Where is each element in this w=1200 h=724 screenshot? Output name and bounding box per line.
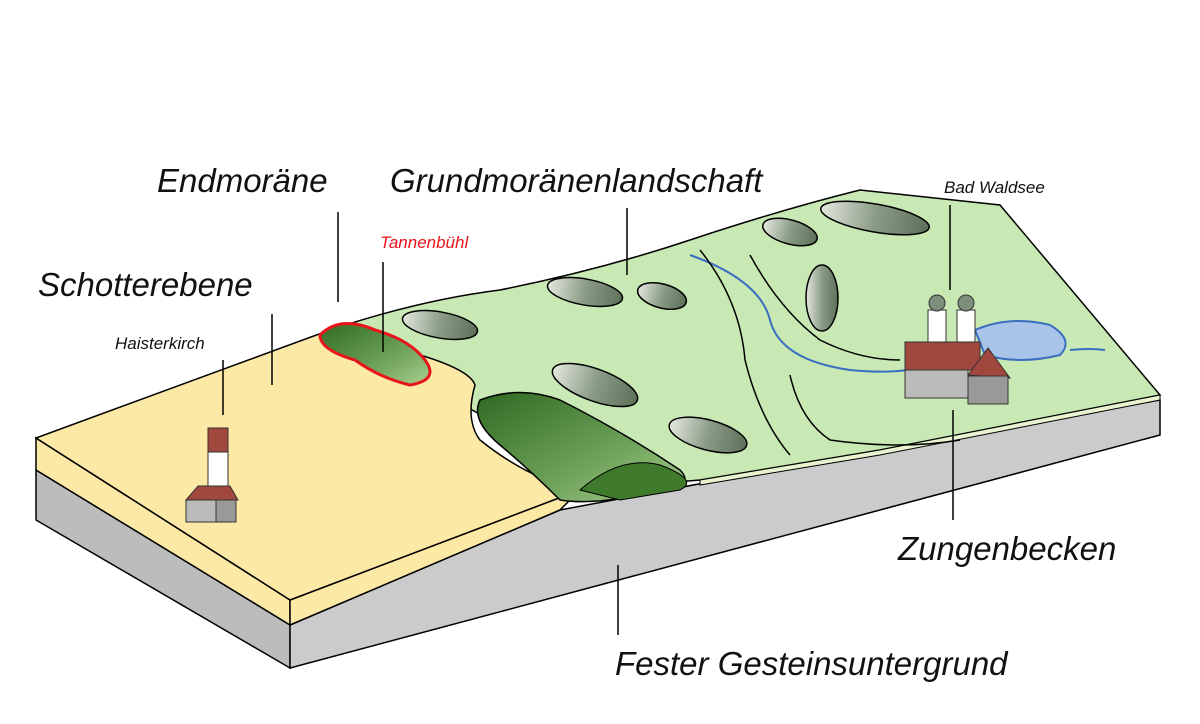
lake bbox=[973, 320, 1067, 361]
label-gestein: Fester Gesteinsuntergrund bbox=[615, 645, 1008, 682]
bad-waldsee-church bbox=[904, 294, 1012, 405]
label-haisterkirch: Haisterkirch bbox=[115, 334, 205, 353]
river bbox=[689, 254, 931, 373]
label-bad-waldsee: Bad Waldsee bbox=[944, 178, 1045, 197]
end-moraine-gravel bbox=[578, 462, 688, 501]
label-grundmoraene: Grundmoränenlandschaft bbox=[390, 162, 763, 199]
leader-lines bbox=[222, 205, 954, 635]
tannenbuehl-moraine bbox=[318, 322, 432, 387]
terrace-lines bbox=[699, 249, 961, 456]
outflow bbox=[1069, 348, 1106, 351]
label-tannenbuehl: Tannenbühl bbox=[380, 233, 469, 252]
haisterkirch-church bbox=[184, 427, 239, 523]
label-schotterebene: Schotterebene bbox=[38, 266, 253, 303]
drumlins bbox=[401, 200, 930, 454]
label-endmoraene: Endmoräne bbox=[157, 162, 328, 199]
label-zungenbecken: Zungenbecken bbox=[898, 530, 1117, 567]
zungenbecken-front-strip bbox=[699, 394, 1161, 486]
